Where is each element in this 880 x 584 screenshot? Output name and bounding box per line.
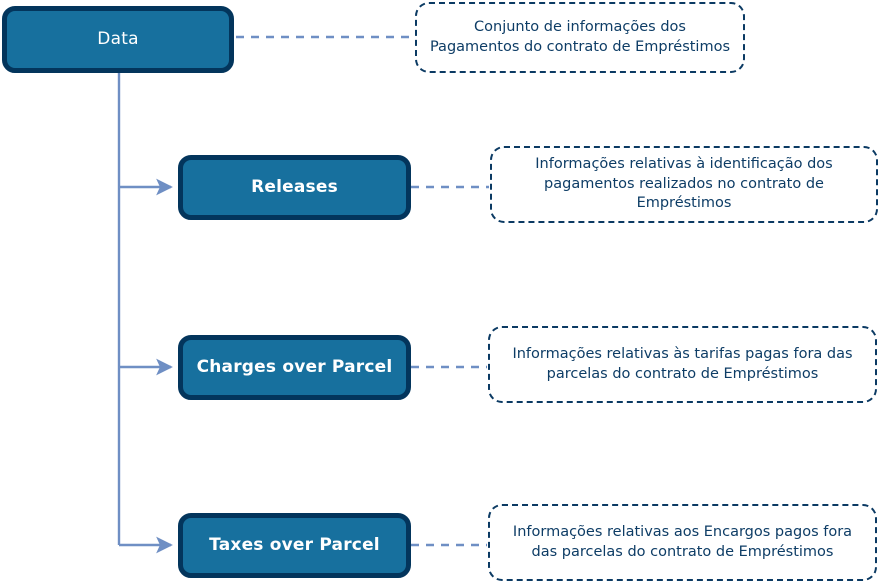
note-releases-text: Informações relativas à identificação do… <box>535 156 833 212</box>
node-charges-over-parcel[interactable]: Charges over Parcel <box>178 335 411 400</box>
node-taxes-over-parcel-label: Taxes over Parcel <box>209 534 380 555</box>
note-taxes-over-parcel-text: Informações relativas aos Encargos pagos… <box>512 523 853 560</box>
note-data-text: Conjunto de informações dos Pagamentos d… <box>429 18 731 55</box>
node-releases[interactable]: Releases <box>178 155 411 220</box>
note-charges-over-parcel-text: Informações relativas às tarifas pagas f… <box>512 345 853 382</box>
note-taxes-over-parcel: Informações relativas aos Encargos pagos… <box>488 504 877 581</box>
node-taxes-over-parcel[interactable]: Taxes over Parcel <box>178 513 411 578</box>
note-data: Conjunto de informações dos Pagamentos d… <box>415 2 745 73</box>
node-charges-over-parcel-label: Charges over Parcel <box>196 356 393 377</box>
note-releases: Informações relativas à identificação do… <box>490 146 878 223</box>
node-releases-label: Releases <box>251 176 338 197</box>
node-data-label: Data <box>97 28 139 49</box>
node-data[interactable]: Data <box>2 6 234 73</box>
note-charges-over-parcel: Informações relativas às tarifas pagas f… <box>488 326 877 403</box>
